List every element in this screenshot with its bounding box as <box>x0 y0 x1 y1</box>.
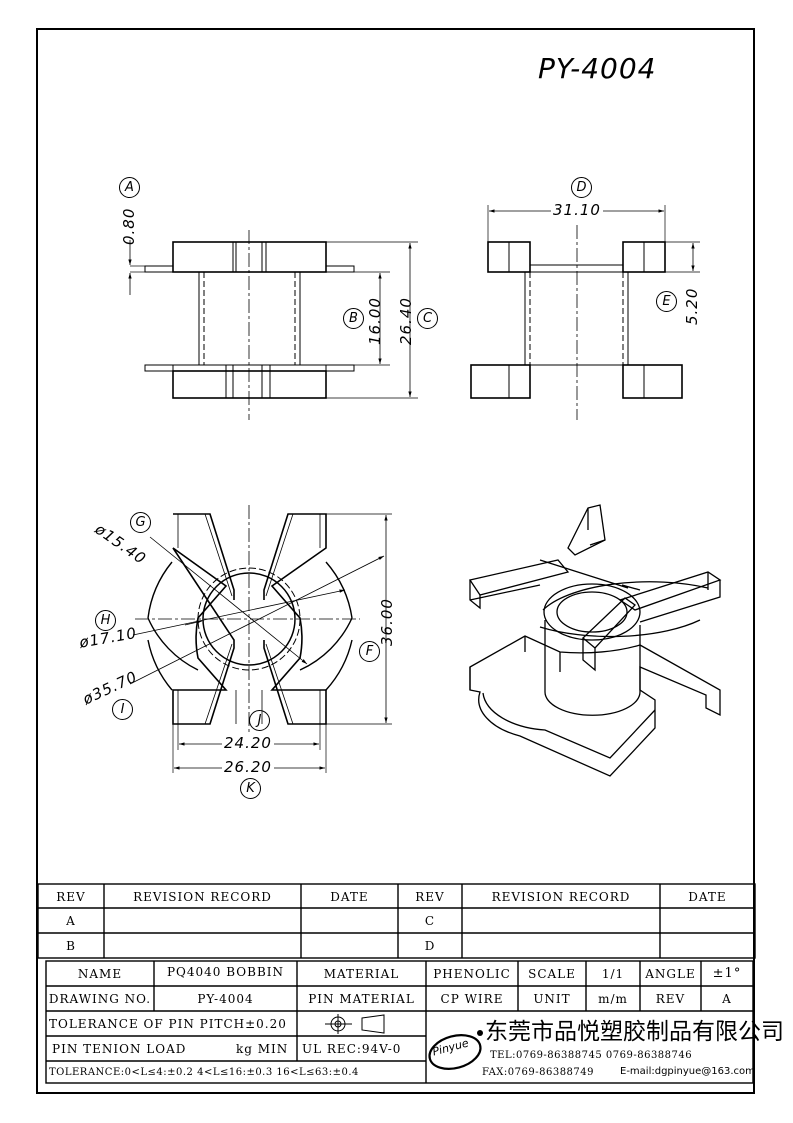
drawing-title: PY-4004 <box>538 52 657 85</box>
date-header-right: DATE <box>688 890 727 904</box>
drawing-no-value: PY-4004 <box>197 992 254 1006</box>
pin-tension-value: kg MIN <box>236 1042 289 1056</box>
rev-row-d: D <box>424 939 436 953</box>
name-value: PQ4040 BOBBIN <box>166 965 285 979</box>
rev-row-c: C <box>424 914 436 928</box>
dim-2420: 24.20 <box>222 734 274 752</box>
rev-header-left: REV <box>56 890 86 904</box>
label-b: B <box>343 308 364 329</box>
name-label: NAME <box>77 967 123 981</box>
label-e: E <box>656 291 677 312</box>
isometric-view <box>468 504 722 777</box>
label-h: H <box>95 610 116 631</box>
pin-material-label: PIN MATERIAL <box>308 992 415 1006</box>
record-header-left: REVISION RECORD <box>133 890 272 904</box>
dim-2620: 26.20 <box>222 758 274 776</box>
angle-value: ±1° <box>712 966 742 981</box>
logo-emblem <box>428 1030 483 1070</box>
record-header-right: REVISION RECORD <box>491 890 631 904</box>
scale-value: 1/1 <box>601 967 625 981</box>
rev-row-b: B <box>66 939 76 953</box>
material-value: PHENOLIC <box>433 967 511 981</box>
label-f: F <box>359 641 380 662</box>
label-j: J <box>249 710 270 731</box>
label-i: I <box>112 699 133 720</box>
company-tel: TEL:0769-86388745 0769-86388746 <box>490 1050 693 1061</box>
side-view <box>470 205 700 420</box>
dim-3110: 31.10 <box>551 201 603 219</box>
company-email: E-mail:dgpinyue@163.com <box>620 1066 755 1077</box>
ul-rating: UL REC:94V-0 <box>302 1042 402 1056</box>
label-g: G <box>130 512 151 533</box>
unit-value: m/m <box>598 992 628 1006</box>
tolerance-pitch: TOLERANCE OF PIN PITCH±0.20 <box>49 1017 287 1031</box>
border-frame <box>36 28 755 1094</box>
dim-080: 0.80 <box>120 207 138 245</box>
label-d: D <box>571 177 592 198</box>
dim-2640: 26.40 <box>397 297 415 345</box>
revision-table <box>37 883 756 959</box>
dim-3600: 36.00 <box>378 598 396 646</box>
company-name: 东莞市品悦塑胶制品有限公司 <box>485 1019 784 1045</box>
general-tolerance: TOLERANCE:0<L≤4:±0.2 4<L≤16:±0.3 16<L≤63… <box>49 1067 359 1078</box>
projection-symbol <box>325 1014 385 1034</box>
dim-1600: 16.00 <box>366 297 384 345</box>
label-k: K <box>240 778 261 799</box>
top-view <box>129 505 392 773</box>
label-c: C <box>417 308 438 329</box>
rev-row-a: A <box>66 914 76 928</box>
pin-material-value: CP WIRE <box>440 992 504 1006</box>
drawing-no-label: DRAWING NO. <box>48 992 152 1006</box>
rev-value: A <box>722 992 732 1006</box>
pin-tension-label: PIN TENION LOAD <box>52 1042 187 1056</box>
date-header-left: DATE <box>330 890 369 904</box>
angle-label: ANGLE <box>645 967 696 981</box>
company-fax: FAX:0769-86388749 <box>482 1067 595 1078</box>
title-block <box>45 960 754 1084</box>
label-a: A <box>119 177 140 198</box>
unit-label: UNIT <box>533 992 571 1006</box>
rev-label: REV <box>655 992 686 1006</box>
dim-520: 5.20 <box>683 287 701 325</box>
material-label: MATERIAL <box>323 967 400 981</box>
front-view <box>128 230 418 420</box>
rev-header-right: REV <box>415 890 445 904</box>
scale-label: SCALE <box>528 967 576 981</box>
